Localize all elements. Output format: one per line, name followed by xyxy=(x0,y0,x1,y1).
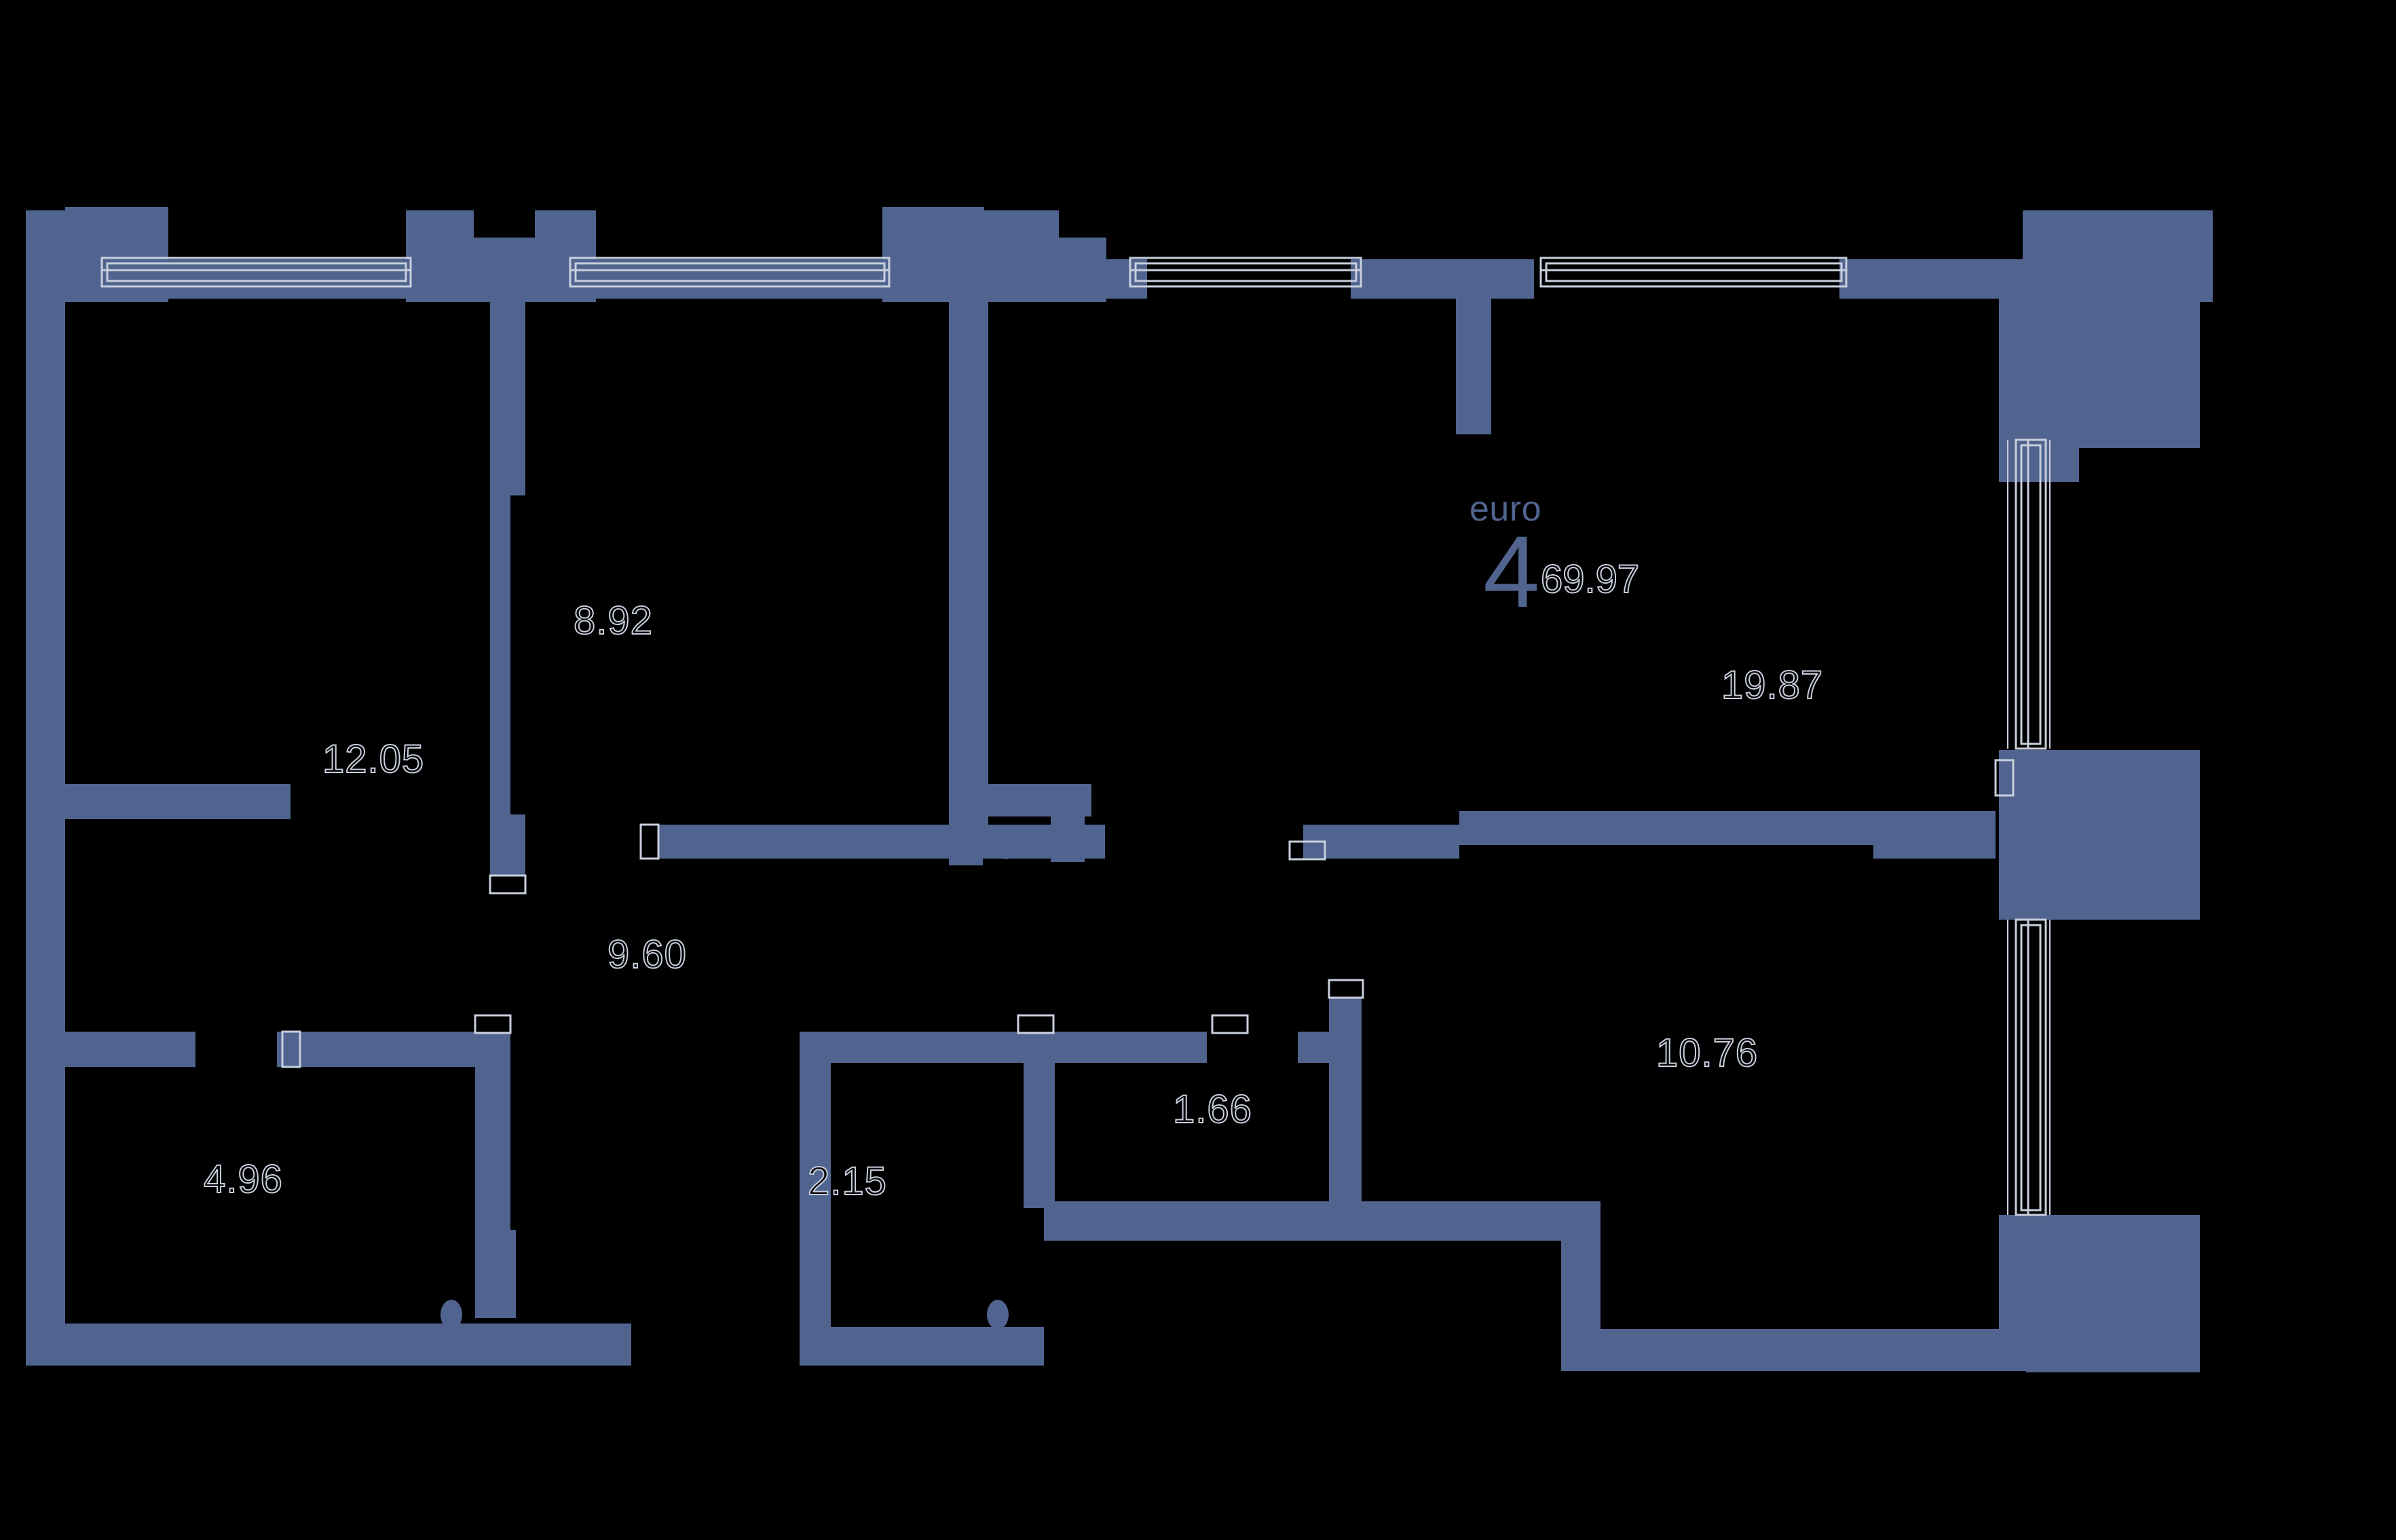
wall-interior-horiz-mid xyxy=(658,825,950,859)
wall-shaft-bottom xyxy=(949,825,1105,859)
wall-corner-bottom-left-room-b xyxy=(475,1230,516,1318)
badge-rooms-count: 4 xyxy=(1483,514,1540,628)
wall-notch-left-mid xyxy=(26,784,65,823)
door-opening-group xyxy=(281,759,2015,1068)
room-area-bedroom-right: 10.76 xyxy=(1655,1030,1759,1076)
window-top-center-right xyxy=(1129,257,1362,288)
door-jamb-kitchen xyxy=(474,1014,512,1034)
wall-corner-bottom-left-room xyxy=(475,1032,510,1235)
wall-top-pier-i xyxy=(1351,259,1534,299)
wall-interior-vert-1 xyxy=(490,299,525,495)
wall-bath-top xyxy=(800,1032,1024,1063)
wall-top-segment-h xyxy=(1106,259,1147,299)
room-area-living-room: 19.87 xyxy=(1721,662,1824,708)
door-jamb-wc-a xyxy=(1211,1014,1249,1034)
wall-exterior-bottom-right xyxy=(1561,1329,2077,1371)
window-top-mid xyxy=(569,257,891,288)
wall-pier-top-left xyxy=(26,210,65,271)
wall-exterior-bottom-left-b xyxy=(475,1323,631,1366)
door-jamb-corridor-b xyxy=(489,874,527,895)
wall-right-pier-2 xyxy=(1999,750,2079,920)
door-jamb-corridor-a xyxy=(639,823,660,860)
wall-right-outer-mid xyxy=(2079,750,2200,920)
door-jamb-living xyxy=(1994,759,2015,797)
room-area-kitchen-nook: 4.96 xyxy=(203,1157,283,1202)
wall-top-pier-b xyxy=(406,210,474,302)
wall-interior-horiz-corridor-b xyxy=(277,1032,491,1067)
wall-interior-horiz-corridor-a xyxy=(39,1032,195,1067)
room-area-bedroom-left: 12.05 xyxy=(322,736,425,782)
window-right-lower xyxy=(2015,918,2047,1216)
wall-bath-left xyxy=(800,1032,831,1351)
room-area-bathroom: 2.15 xyxy=(807,1159,887,1204)
wall-right-pier-3 xyxy=(1999,1215,2079,1351)
wall-pier-top-left-c xyxy=(65,210,105,299)
wall-interior-stub-kitchen xyxy=(1456,299,1491,434)
door-jamb-bedroom-left xyxy=(281,1030,301,1068)
window-group xyxy=(100,257,2051,1216)
window-top-right xyxy=(1539,257,1848,288)
window-frame-ticks xyxy=(2007,440,2051,1215)
badge-total-area: 69.97 xyxy=(1540,557,1640,602)
badge-kind-label: euro xyxy=(1470,489,1542,529)
room-area-hallway: 9.60 xyxy=(607,932,687,977)
door-jamb-wc-b xyxy=(1328,979,1364,999)
wall-right-outer-lower xyxy=(2079,1215,2200,1351)
riser-group xyxy=(441,827,1018,1330)
wall-interior-vert-1b xyxy=(490,495,510,876)
riser-bath-icon xyxy=(987,1300,1009,1330)
window-right-upper xyxy=(2015,438,2047,750)
wall-notch-left-low xyxy=(26,1032,65,1071)
wall-top-pier-e xyxy=(889,210,931,251)
wall-interior-horiz-left xyxy=(39,784,291,819)
wall-interior-horiz-right-long-b xyxy=(1873,811,1996,859)
wall-wc-right xyxy=(1329,998,1362,1222)
wall-bath-bottom xyxy=(800,1327,1044,1366)
door-jamb-right-room xyxy=(1288,840,1326,861)
wall-top-segment-c xyxy=(596,259,888,299)
wall-wc-bottom xyxy=(1044,1201,1362,1241)
wall-group xyxy=(26,207,2213,1372)
window-top-left xyxy=(100,257,412,288)
room-area-wc: 1.66 xyxy=(1172,1087,1252,1132)
wall-top-pier-b3 xyxy=(535,210,596,302)
room-area-bedroom-mid: 8.92 xyxy=(573,598,653,643)
wall-wc-top-a xyxy=(1044,1032,1207,1063)
door-jamb-bath xyxy=(1017,1014,1055,1034)
riser-kitchen-icon xyxy=(441,1300,462,1330)
wall-corridor-lower-right xyxy=(1329,1201,1601,1241)
wall-interior-vert-2 xyxy=(949,299,988,855)
riser-shaft-icon xyxy=(994,827,1018,859)
wall-top-pier-b2 xyxy=(474,238,535,302)
wall-top-segment-a xyxy=(168,259,406,299)
wall-top-segment-g xyxy=(943,238,1106,302)
wall-interior-vert-1c xyxy=(490,814,525,876)
wall-right-outer-upper xyxy=(2079,210,2200,448)
wall-interior-horiz-right-of-shaft xyxy=(1303,825,1459,859)
